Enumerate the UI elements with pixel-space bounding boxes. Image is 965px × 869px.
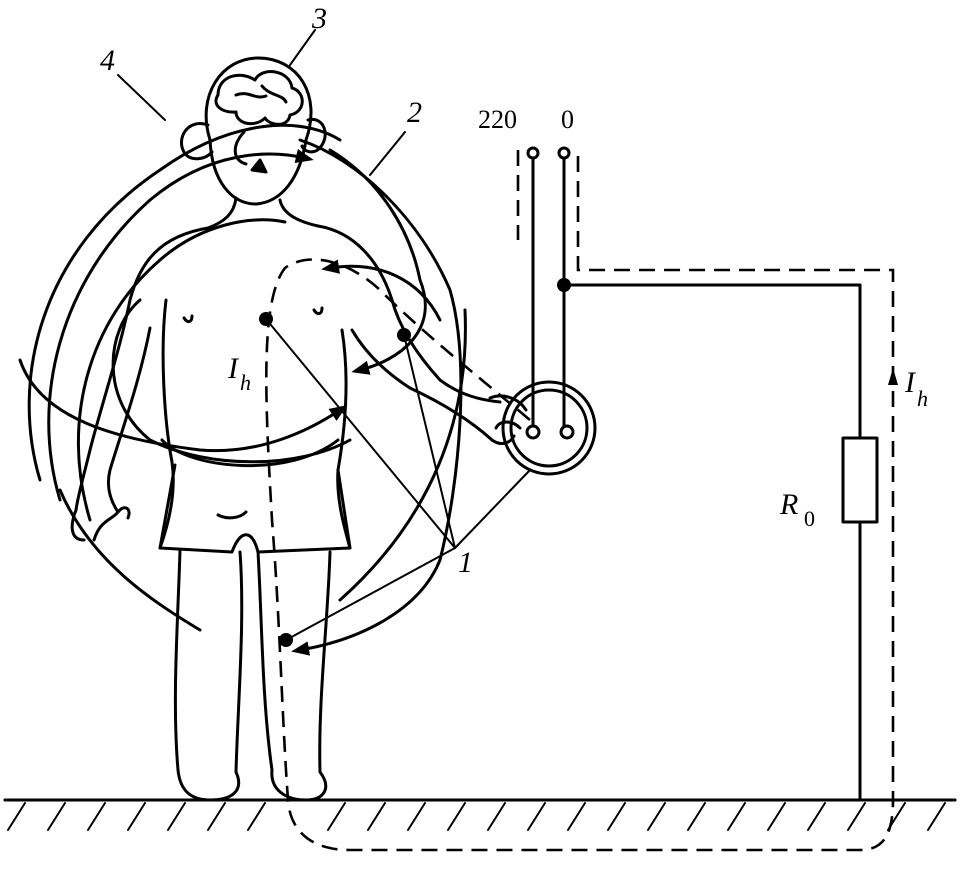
socket-pin-phase	[525, 424, 541, 440]
socket	[501, 380, 597, 476]
contact-points	[259, 278, 571, 647]
label-current-wire-main: I	[904, 366, 917, 399]
label-terminal-neutral: 0	[561, 105, 574, 134]
callout-1-leaders	[265, 318, 531, 641]
ground	[3, 798, 957, 831]
label-current-body-sub: h	[240, 370, 251, 395]
label-callout-3: 3	[311, 2, 327, 35]
label-resistor-sub: 0	[804, 506, 815, 531]
label-resistor: R 0	[779, 488, 815, 531]
label-current-wire-sub: h	[917, 386, 928, 411]
body-current-path	[265, 150, 895, 852]
resistor-r0	[841, 436, 879, 524]
person-figure	[70, 56, 528, 802]
socket-pin-neutral	[559, 424, 575, 440]
callout-leaders	[117, 29, 406, 176]
label-current-body-main: I	[227, 352, 240, 385]
label-current-body: I h	[227, 352, 251, 395]
label-resistor-main: R	[779, 488, 798, 521]
label-callout-1: 1	[458, 546, 473, 579]
label-callout-2: 2	[407, 96, 422, 129]
label-terminal-phase: 220	[478, 105, 517, 134]
label-current-wire: I h	[904, 366, 928, 411]
label-callout-4: 4	[100, 44, 115, 77]
wire-current-arrow	[888, 368, 898, 385]
supply-wires	[526, 146, 862, 802]
